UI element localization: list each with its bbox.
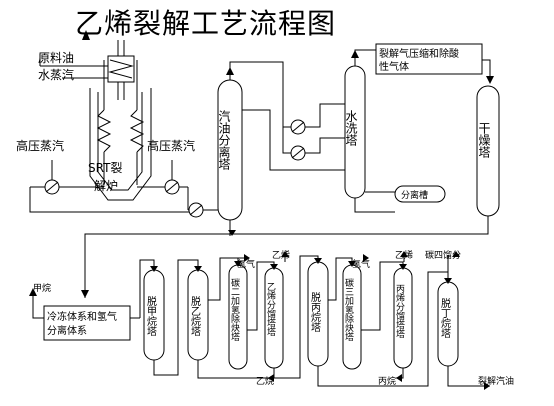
heat-exchanger-left (30, 160, 104, 195)
feed-lines (39, 54, 108, 79)
separator-tank (394, 185, 446, 203)
separator-tank-label: 分离槽 (401, 189, 428, 201)
refrigeration-box (43, 305, 131, 341)
depropanizer-label: 脱丙烷塔 (309, 291, 321, 333)
page-title: 乙烯裂解工艺流程图 (75, 7, 336, 40)
srt-label-line1: SRT裂 (88, 161, 122, 175)
lower-flow-lines (139, 255, 490, 387)
demethanizer-label: 脱甲烷塔 (145, 295, 157, 337)
c3-hydrogenation-label: 碳三加氢除炔塔 (343, 277, 354, 342)
refrig-label-line1: 冷冻体系和氢气 (47, 310, 117, 323)
drying-tower-label: 干燥塔 (477, 122, 491, 159)
heat-exchanger-right (137, 160, 188, 195)
heat-exchanger-bottom (187, 187, 218, 218)
hp-steam-right-label: 高压蒸汽 (147, 138, 195, 153)
deethanizer-label: 脱乙烷塔 (189, 295, 201, 337)
hydrogen-label-2: 氢气 (352, 258, 370, 270)
c4-fraction-label: 碳四馏分 (425, 249, 461, 261)
srt-label-line2: 解炉 (94, 179, 118, 193)
propylene-splitter-label: 丙烯分馏塔塔 (394, 284, 405, 339)
compression-label-line1: 裂解气压缩和除酸 (379, 47, 459, 60)
srt-furnace (89, 40, 152, 201)
ethylene-splitter-label: 乙烯分馏塔塔 (265, 282, 276, 337)
water-steam-label: 水蒸汽 (38, 67, 74, 82)
flow-arrows (29, 30, 494, 390)
crude-oil-label: 原料油 (38, 51, 74, 65)
debutanizer-label: 脱丁烷塔 (439, 297, 451, 339)
c2-hydrogenation-label: 碳二加氢除炔塔 (229, 277, 240, 342)
cooler-lower (290, 145, 306, 161)
refrig-label-line2: 分离体系 (47, 324, 87, 337)
compression-label-line2: 性气体 (379, 60, 409, 73)
cooler-upper (290, 119, 306, 135)
methane-label: 甲烷 (33, 282, 51, 294)
gasoline-fractionator-label: 汽油分离塔 (217, 109, 231, 171)
water-wash-tower-label: 水洗塔 (344, 110, 358, 147)
pyrolysis-gasoline-label: 裂解汽油 (478, 375, 514, 387)
propane-out-label: 丙烷 (378, 375, 396, 387)
hp-steam-left-label: 高压蒸汽 (16, 138, 64, 153)
compression-box (375, 43, 483, 75)
